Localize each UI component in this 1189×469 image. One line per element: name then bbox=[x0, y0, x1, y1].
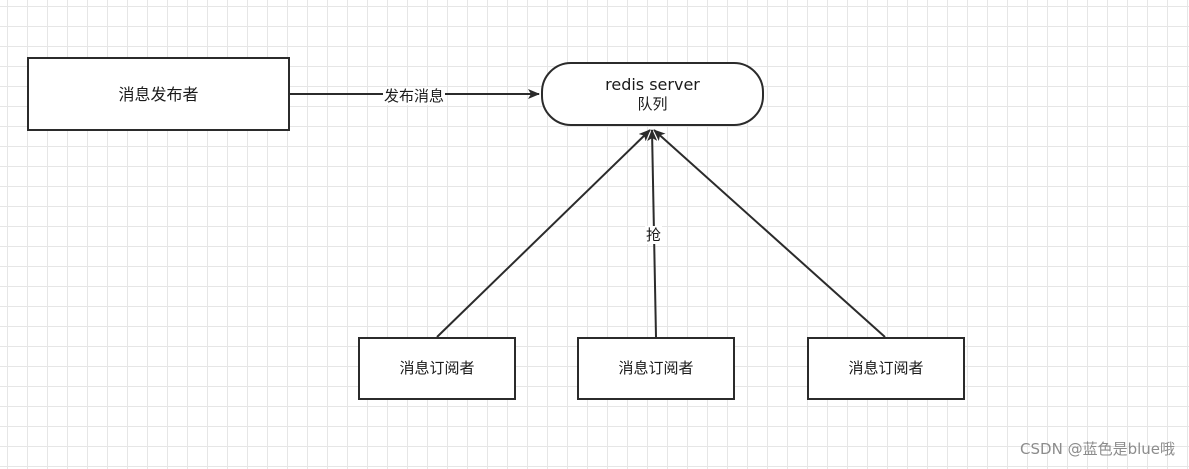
redis-server-node: redis server 队列 bbox=[541, 62, 764, 126]
watermark-text: CSDN @蓝色是blue哦 bbox=[1020, 440, 1175, 458]
grab-edge-label: 抢 bbox=[645, 226, 663, 244]
publisher-label: 消息发布者 bbox=[118, 84, 199, 104]
subscriber-node-3: 消息订阅者 bbox=[807, 337, 965, 400]
publish-edge-label: 发布消息 bbox=[383, 87, 446, 105]
subscriber-3-arrow bbox=[653, 129, 886, 338]
redis-server-subtitle: 队列 bbox=[637, 94, 668, 113]
subscriber-1-arrow bbox=[436, 129, 651, 338]
subscriber-node-2: 消息订阅者 bbox=[577, 337, 735, 400]
redis-server-title: redis server bbox=[605, 74, 700, 94]
publisher-node: 消息发布者 bbox=[27, 57, 290, 131]
subscriber-label: 消息订阅者 bbox=[848, 359, 924, 377]
subscriber-label: 消息订阅者 bbox=[618, 359, 694, 377]
subscriber-label: 消息订阅者 bbox=[399, 359, 475, 377]
subscriber-node-1: 消息订阅者 bbox=[358, 337, 516, 400]
